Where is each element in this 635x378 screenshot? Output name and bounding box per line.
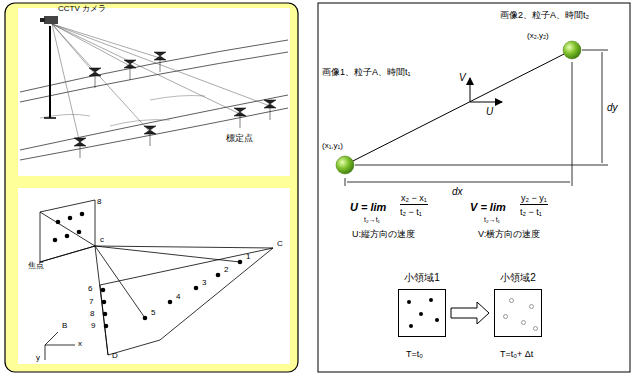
marker-symbol	[89, 68, 101, 76]
marker-label: 標定点	[226, 134, 253, 144]
velocity-label: V	[459, 72, 466, 83]
particle-dot	[435, 318, 439, 322]
particle-dot	[529, 304, 534, 309]
particle-dot	[429, 298, 433, 302]
marker-symbol	[264, 100, 276, 108]
particle-dot	[419, 312, 423, 316]
velocity-label: U	[486, 106, 493, 117]
callout-number: 4	[176, 293, 180, 302]
particle-dot	[503, 314, 508, 319]
marker-pole	[270, 108, 271, 120]
point-label: C	[277, 240, 283, 249]
callout-number: 6	[88, 285, 92, 294]
marker-pole	[240, 116, 241, 128]
formula-limit: t₂→t₁	[484, 216, 500, 224]
callout-number: 3	[202, 279, 206, 288]
coordinate-label: (x₁,y₁)	[322, 142, 343, 151]
region-title: 小領域1	[404, 272, 440, 284]
marker-pole	[95, 76, 96, 88]
region-frame	[398, 289, 446, 337]
marker-pole	[80, 146, 81, 158]
particle-dot	[509, 298, 514, 303]
marker-pole	[150, 134, 151, 146]
particle-dot	[409, 324, 413, 328]
marker-symbol	[234, 108, 246, 116]
callout-number: 5	[151, 309, 155, 318]
callout-number: 2	[224, 266, 228, 275]
marker-symbol	[154, 52, 166, 60]
time-label: T=t₀+ Δt	[500, 350, 533, 360]
formula-denominator: t₂ − t₁	[400, 208, 422, 218]
focus-label: 焦点	[28, 262, 44, 271]
callout-number: 9	[91, 322, 95, 331]
formula-note: U:縦方向の速度	[352, 230, 415, 240]
block-arrow	[451, 302, 489, 324]
marker-pole	[130, 68, 131, 80]
time-label: T=t₀	[406, 350, 423, 360]
region-box: 小領域2	[494, 272, 542, 337]
formula-text: U = lim	[350, 201, 386, 213]
point-label: D	[112, 352, 118, 361]
marker-symbol	[124, 60, 136, 68]
region-title: 小領域2	[500, 272, 536, 284]
marker-symbol	[144, 126, 156, 134]
callout-number: 8	[97, 198, 101, 207]
callout-number: 1	[246, 253, 250, 262]
camera-label: CCTV カメラ	[58, 5, 106, 14]
image-label: 画像1、粒子A、時間t₁	[322, 68, 411, 78]
formula-denominator: t₂ − t₁	[520, 208, 542, 218]
formula-note: V:横方向の速度	[478, 230, 540, 240]
formula-numerator: y₂ − y₁	[520, 194, 548, 205]
formula-text: V = lim	[470, 201, 506, 213]
formula-numerator: x₂ − x₁	[400, 194, 428, 205]
coordinate-label: (x₂,y₂)	[527, 32, 549, 41]
callout-number: 7	[89, 298, 93, 307]
marker-symbol	[74, 138, 86, 146]
formula-limit: t₂→t₁	[364, 216, 380, 224]
particle-dot	[521, 320, 526, 325]
image-label: 画像2、粒子A、時間t₂	[500, 11, 589, 21]
dimension-label: dx	[452, 186, 463, 197]
axis-label: x	[78, 340, 82, 349]
axis-label: y	[36, 354, 40, 363]
dimension-label: dy	[607, 102, 618, 113]
marker-pole	[160, 60, 161, 72]
region-box: 小領域1	[398, 272, 446, 337]
point-label: c	[100, 236, 104, 245]
region-frame	[494, 289, 542, 337]
particle-dot	[533, 326, 538, 331]
callout-number: 8	[90, 310, 94, 319]
particle-dot	[407, 300, 411, 304]
axis-label: B	[62, 322, 67, 331]
